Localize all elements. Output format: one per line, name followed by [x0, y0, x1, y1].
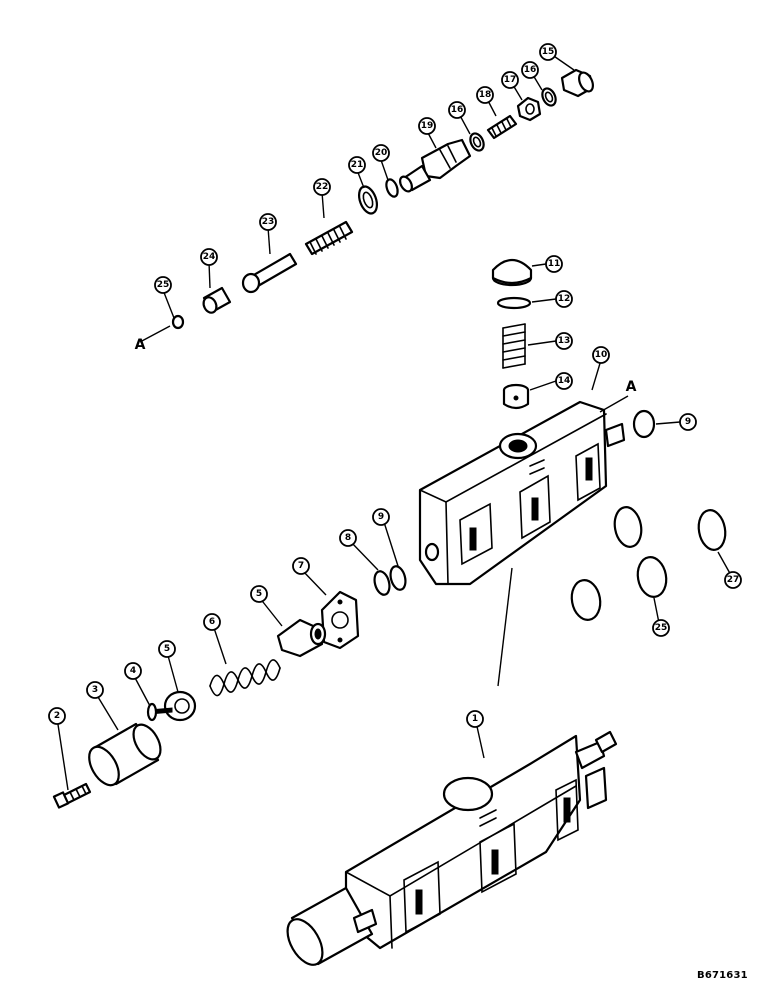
callout-19: 19 — [418, 117, 436, 135]
part-13-spring — [502, 323, 526, 369]
drawing-number: B671631 — [697, 970, 748, 981]
callout-27: 27 — [724, 571, 742, 589]
callout-13: 13 — [555, 332, 573, 350]
svg-text:27: 27 — [727, 575, 740, 585]
part-8-backup-ring — [373, 570, 391, 596]
callout-16-lower: 16 — [448, 101, 466, 119]
part-11-plug — [491, 258, 533, 287]
callout-22: 22 — [313, 178, 331, 196]
loose-o-rings — [570, 506, 727, 621]
part-7-plate — [320, 590, 360, 650]
part-3-cap — [88, 722, 162, 787]
svg-text:11: 11 — [548, 259, 561, 269]
part-16-washer-lower — [469, 132, 485, 152]
svg-text:5: 5 — [164, 644, 170, 654]
part-14-poppet — [502, 383, 530, 410]
ref-letter-a-right: A — [626, 379, 637, 395]
svg-text:10: 10 — [595, 350, 608, 360]
part-19-valve-body — [399, 138, 472, 193]
svg-text:7: 7 — [298, 561, 304, 571]
svg-text:9: 9 — [378, 512, 384, 522]
part-25-o-ring-small — [171, 314, 185, 330]
callout-18: 18 — [476, 86, 494, 104]
part-2-cap-screw — [52, 782, 92, 809]
svg-text:9: 9 — [685, 417, 691, 427]
part-5-spring-seat-lower — [163, 690, 197, 722]
callout-7: 7 — [292, 557, 310, 575]
part-9-o-ring-right — [632, 409, 656, 439]
callouts: 15 16 17 18 16 19 20 21 22 23 24 25 11 1… — [48, 43, 742, 728]
leader-lines — [56, 51, 733, 791]
svg-text:8: 8 — [345, 533, 351, 543]
callout-5-lower: 5 — [158, 640, 176, 658]
svg-text:4: 4 — [130, 666, 136, 676]
part-21-backup-ring — [357, 185, 379, 215]
svg-text:25: 25 — [655, 623, 668, 633]
svg-text:13: 13 — [558, 336, 571, 346]
callout-9-left: 9 — [372, 508, 390, 526]
part-16-washer-upper — [541, 87, 557, 107]
callout-6: 6 — [203, 613, 221, 631]
part-18-adjusting-screw — [486, 114, 518, 140]
callout-5-upper: 5 — [250, 585, 268, 603]
callout-15: 15 — [539, 43, 557, 61]
ref-letter-a-left: A — [135, 337, 146, 353]
callout-11: 11 — [545, 255, 563, 273]
part-4-pin — [146, 702, 173, 722]
svg-text:18: 18 — [479, 90, 492, 100]
callout-20: 20 — [372, 144, 390, 162]
callout-12: 12 — [555, 290, 573, 308]
svg-text:5: 5 — [256, 589, 262, 599]
part-23-poppet — [241, 252, 298, 294]
part-15-cap-nut — [560, 68, 594, 98]
callout-4: 4 — [124, 662, 142, 680]
assembly-line — [497, 567, 513, 687]
reference-letters: A A — [135, 337, 637, 395]
callout-10: 10 — [592, 346, 610, 364]
part-20-o-ring — [385, 178, 399, 198]
part-5-spring-seat — [276, 618, 327, 658]
callout-16: 16 — [521, 61, 539, 79]
callout-2: 2 — [48, 707, 66, 725]
svg-text:2: 2 — [54, 711, 60, 721]
part-6-spring — [209, 659, 281, 697]
callout-14: 14 — [555, 372, 573, 390]
svg-text:21: 21 — [351, 160, 364, 170]
part-9-o-ring-left — [389, 565, 407, 591]
svg-text:17: 17 — [504, 75, 517, 85]
svg-text:23: 23 — [262, 217, 275, 227]
part-12-o-ring — [496, 296, 532, 310]
svg-text:16: 16 — [524, 65, 537, 75]
check-valve-parts — [491, 258, 533, 410]
callout-24: 24 — [200, 248, 218, 266]
part-10-valve-section — [418, 400, 626, 586]
svg-text:16: 16 — [451, 105, 464, 115]
relief-valve-parts — [171, 68, 594, 330]
callout-3: 3 — [86, 681, 104, 699]
svg-text:19: 19 — [421, 121, 434, 131]
callout-25-upper: 25 — [154, 276, 172, 294]
svg-text:24: 24 — [203, 252, 216, 262]
svg-text:20: 20 — [375, 148, 388, 158]
callout-21: 21 — [348, 156, 366, 174]
svg-text:12: 12 — [558, 294, 571, 304]
callout-25-lower: 25 — [652, 619, 670, 637]
part-17-hex-nut — [516, 96, 542, 122]
callout-9-right: 9 — [679, 413, 697, 431]
svg-text:14: 14 — [558, 376, 571, 386]
svg-text:22: 22 — [316, 182, 329, 192]
svg-text:15: 15 — [542, 47, 555, 57]
callout-1: 1 — [466, 710, 484, 728]
callout-8-upper: 8 — [339, 529, 357, 547]
part-24-seat — [202, 286, 232, 314]
svg-text:3: 3 — [92, 685, 98, 695]
part-22-spring — [304, 220, 354, 256]
callout-23: 23 — [259, 213, 277, 231]
part-1-assembled-valve — [286, 730, 618, 966]
svg-text:1: 1 — [472, 714, 478, 724]
callout-17: 17 — [501, 71, 519, 89]
svg-text:6: 6 — [209, 617, 215, 627]
svg-text:25: 25 — [157, 280, 170, 290]
